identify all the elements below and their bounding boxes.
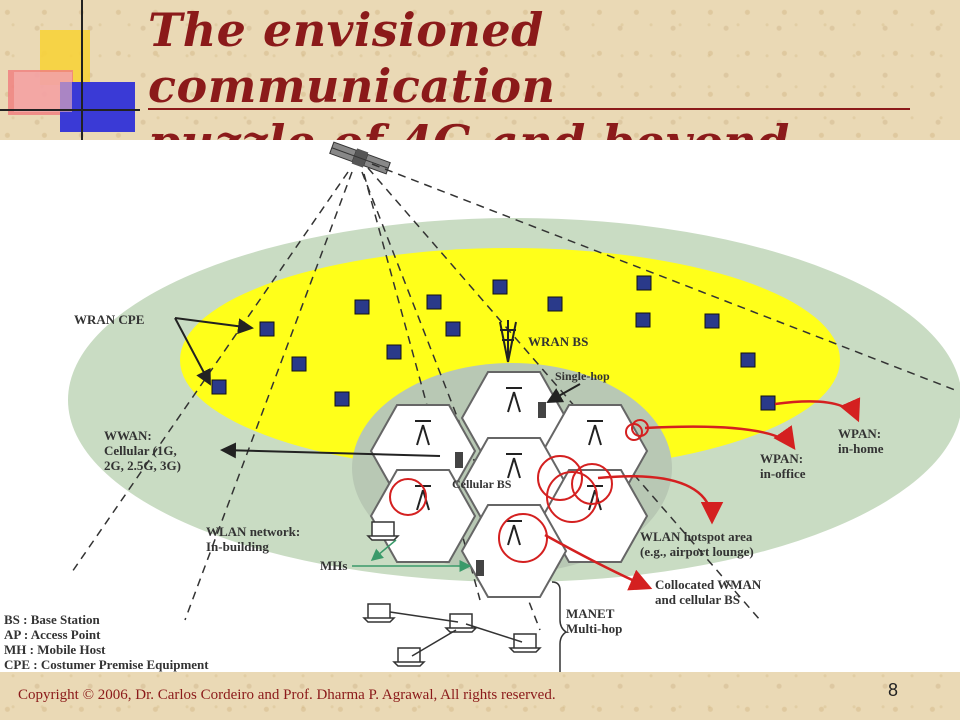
label-manet-1: MANET [566,606,615,621]
diagram-legend: BS : Base Station AP : Access Point MH :… [4,612,209,672]
label-wwan-1: WWAN: [104,428,152,443]
label-manet-2: Multi-hop [566,621,622,636]
hotspot-circles [389,419,649,563]
manet-links [389,611,523,657]
label-wlan-hotspot-2: (e.g., airport lounge) [640,544,754,559]
label-wwan-3: 2G, 2.5G, 3G) [104,458,181,473]
label-wpan-home-2: in-home [838,441,884,456]
copyright-footer: Copyright © 2006, Dr. Carlos Cordeiro an… [18,687,556,703]
network-diagram: WRAN CPE WRAN BS Single-hop WWAN: Cellul… [0,140,960,672]
legend-item: AP : Access Point [4,627,101,642]
label-wpan-office-1: WPAN: [760,451,803,466]
slide-logo [0,0,140,140]
label-collocated-1: Collocated WMAN [655,577,762,592]
page-number: 8 [888,680,899,700]
label-mhs: MHs [320,558,347,573]
label-single-hop: Single-hop [555,369,610,383]
legend-item: MH : Mobile Host [4,642,106,657]
wran-bs-tower-icon [499,320,517,363]
wran-cpe-icons [211,275,776,411]
label-wlan-building-2: In-building [206,539,269,554]
black-arrows [174,317,581,459]
label-cellular-bs: Cellular BS [452,477,512,491]
label-wpan-office-2: in-office [760,466,806,481]
satellite-icon [329,141,391,175]
label-wlan-building-1: WLAN network: [206,524,300,539]
label-wpan-home-1: WPAN: [838,426,881,441]
wman-coverage-ellipse [180,248,840,472]
manet-bracket [551,581,568,672]
cellular-hex-grid [369,371,649,598]
green-arrows [352,539,472,572]
label-wlan-hotspot-1: WLAN hotspot area [640,529,753,544]
mobile-host-icons [455,402,546,576]
title-line-1: The envisioned communication [148,3,556,113]
network-diagram-svg: WRAN CPE WRAN BS Single-hop WWAN: Cellul… [68,141,960,672]
title-underline [148,108,910,110]
label-wwan-2: Cellular (1G, [104,443,177,458]
legend-item: BS : Base Station [4,612,100,627]
laptop-icons [362,521,542,667]
legend-item: CPE : Costumer Premise Equipment [4,657,209,672]
label-wran-bs: WRAN BS [528,334,588,349]
label-wran-cpe: WRAN CPE [74,312,144,327]
red-arrows [544,397,861,591]
label-collocated-2: and cellular BS [655,592,740,607]
